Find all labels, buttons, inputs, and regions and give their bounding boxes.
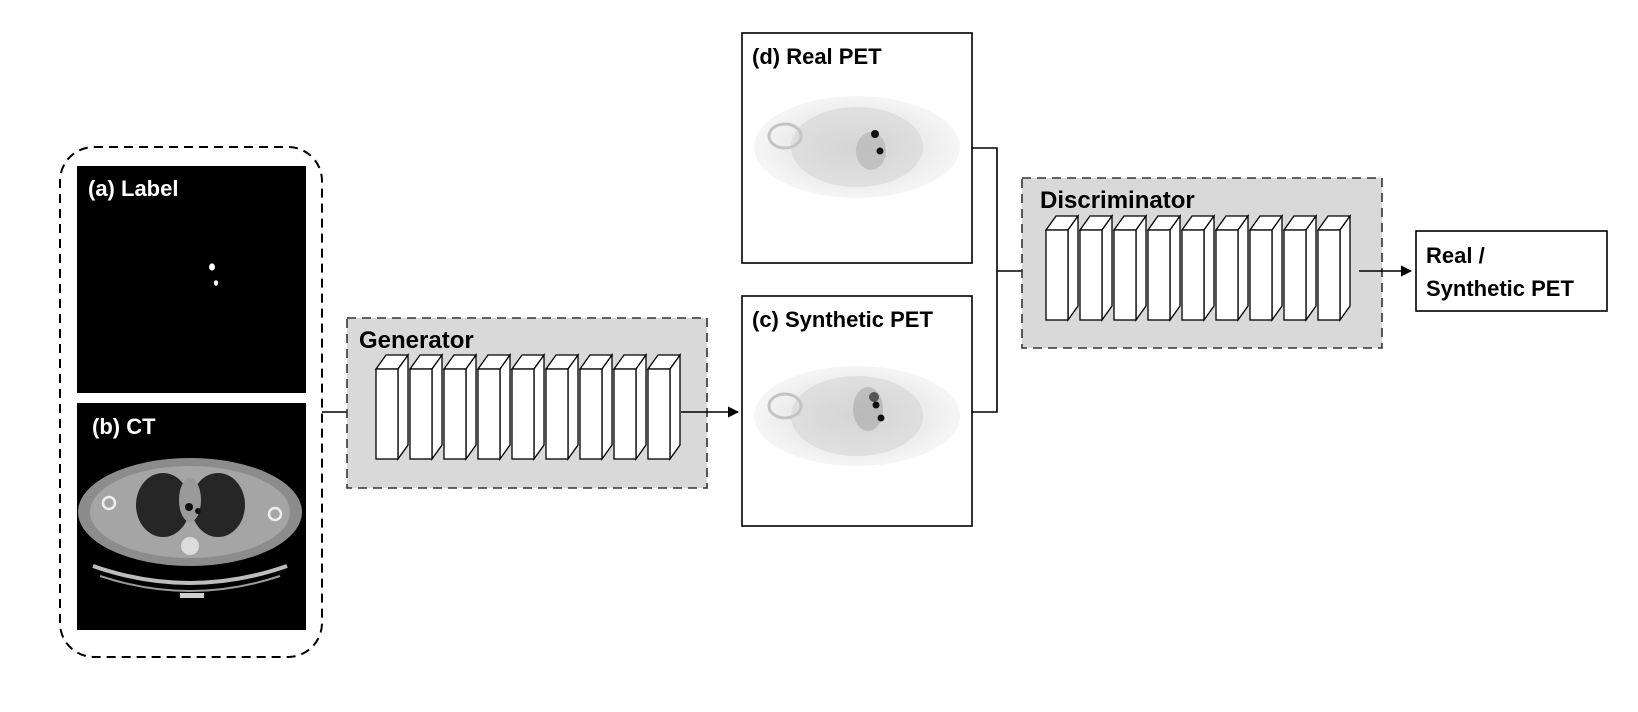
generator-layers — [374, 352, 682, 462]
output-label-line1: Real / — [1426, 243, 1485, 268]
discriminator-layer-3 — [1112, 213, 1148, 323]
discriminator-layer-6 — [1214, 213, 1250, 323]
output-label-line2: Synthetic PET — [1426, 276, 1574, 301]
discriminator-layer-1 — [1044, 213, 1080, 323]
generator-layer-2 — [408, 352, 444, 462]
discriminator-layer-5 — [1180, 213, 1216, 323]
generator-layer-3 — [442, 352, 478, 462]
generator-block: Generator — [346, 317, 708, 489]
discriminator-layer-4 — [1146, 213, 1182, 323]
real-pet-hotspot-1 — [871, 130, 879, 138]
ct-panel-title: (b) CT — [92, 414, 156, 439]
pet-merge-connector — [972, 147, 998, 413]
synthetic-pet-title: (c) Synthetic PET — [752, 307, 933, 332]
label-lesion-2 — [213, 280, 219, 286]
synthetic-pet-panel: (c) Synthetic PET — [741, 295, 973, 527]
generator-layer-7 — [578, 352, 614, 462]
generator-layer-1 — [374, 352, 410, 462]
label-lesion-1 — [209, 263, 215, 271]
ct-image-panel: (b) CT — [77, 403, 306, 630]
discriminator-layer-8 — [1282, 213, 1318, 323]
input-group-frame — [59, 146, 323, 658]
real-pet-panel: (d) Real PET — [741, 32, 973, 264]
generator-layer-4 — [476, 352, 512, 462]
real-pet-hotspot-2 — [876, 147, 884, 155]
ct-left-lung — [136, 473, 190, 537]
discriminator-title: Discriminator — [1040, 187, 1195, 214]
discriminator-layers — [1044, 213, 1352, 323]
generator-title: Generator — [359, 327, 474, 354]
discriminator-layer-9 — [1316, 213, 1352, 323]
generator-layer-6 — [544, 352, 580, 462]
generator-layer-8 — [612, 352, 648, 462]
discriminator-layer-7 — [1248, 213, 1284, 323]
label-panel-title: (a) Label — [88, 176, 178, 201]
synthetic-pet-hotspot-2 — [877, 414, 885, 422]
real-pet-title: (d) Real PET — [752, 44, 882, 69]
output-box: Real / Synthetic PET — [1415, 230, 1608, 312]
generator-layer-9 — [646, 352, 682, 462]
discriminator-layer-2 — [1078, 213, 1114, 323]
label-image-panel: (a) Label — [77, 166, 306, 393]
ct-right-lung — [191, 473, 245, 537]
ct-scanner-table — [92, 564, 288, 585]
generator-layer-5 — [510, 352, 546, 462]
discriminator-block: Discriminator — [1021, 177, 1383, 349]
synthetic-pet-hotspot-1 — [872, 401, 880, 409]
